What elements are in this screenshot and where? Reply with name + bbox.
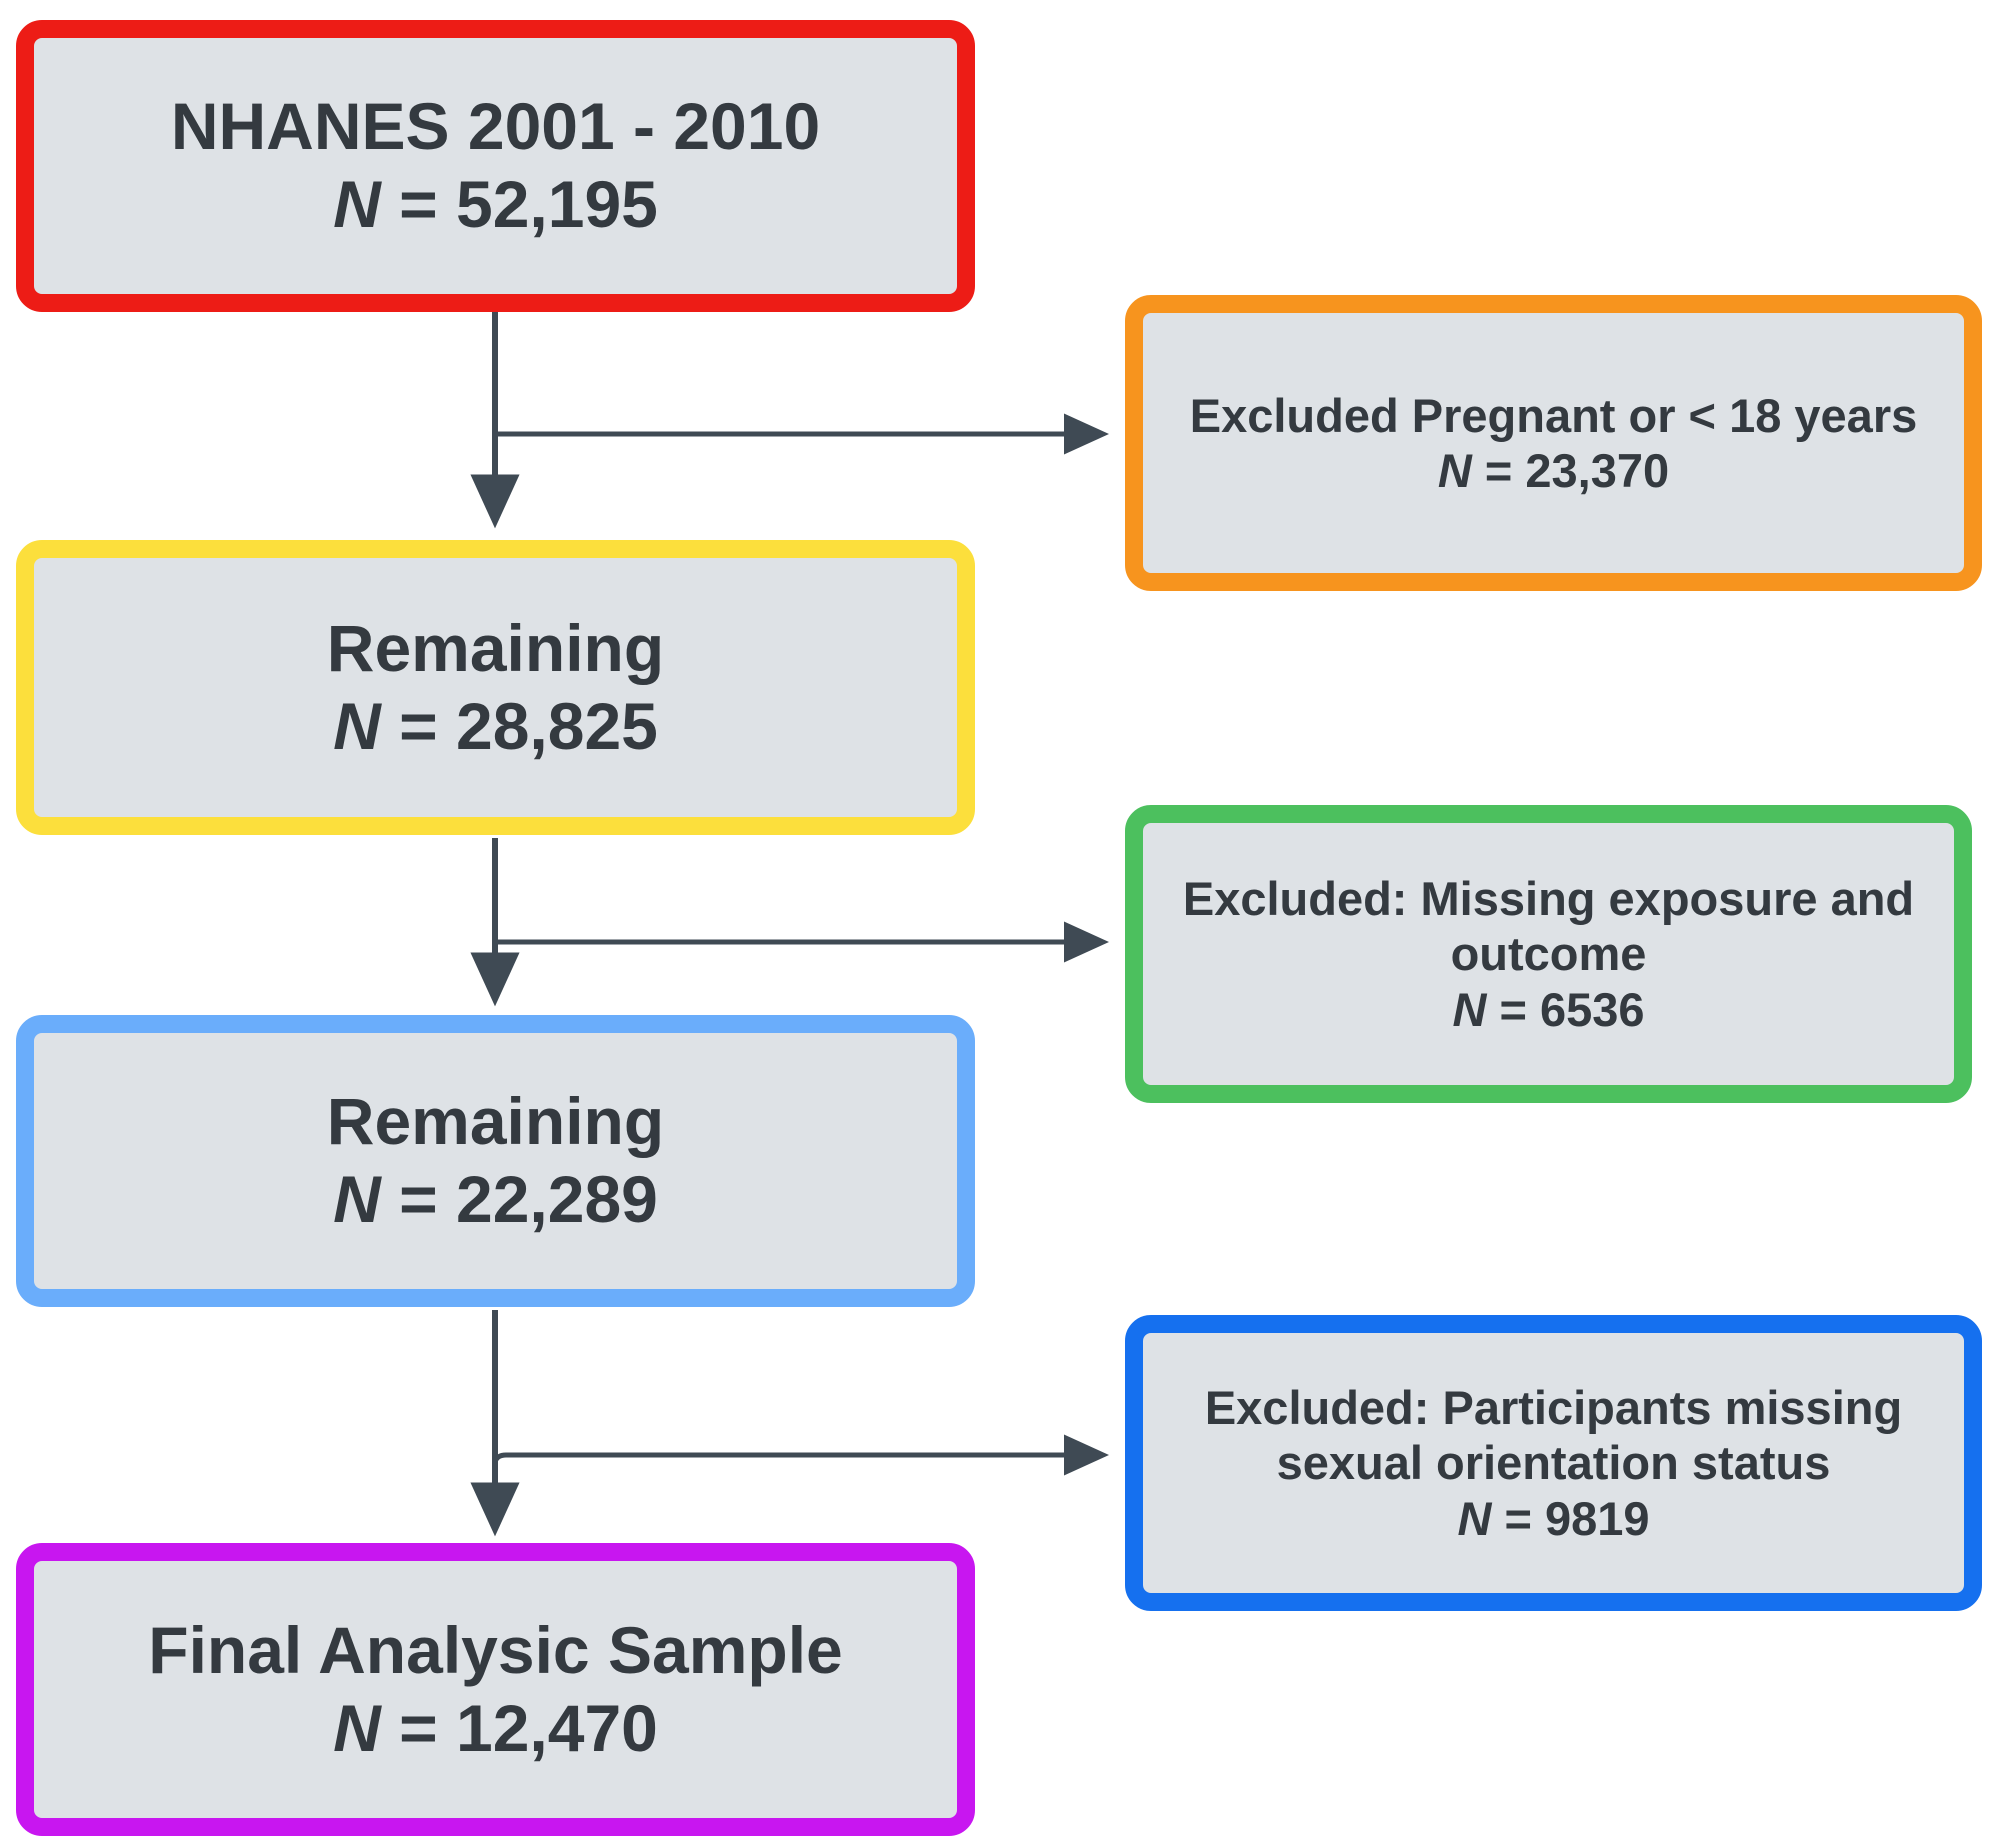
n-symbol: N [1452,982,1487,1036]
n-symbol: N [1437,444,1472,497]
node-final-title: Final Analysic Sample [148,1612,843,1687]
node-excl1-count: N = 23,370 [1438,443,1669,498]
node-remaining2-count: N = 22,289 [333,1161,658,1239]
node-excl2-count: N = 6536 [1452,982,1644,1037]
node-excluded-missing-exposure-and-outcome[interactable]: Excluded: Missing exposure and outcome N… [1125,805,1972,1103]
node-nhanes-source[interactable]: NHANES 2001 - 2010 N = 52,195 [16,20,975,312]
node-excl3-title: Excluded: Participants missing sexual or… [1204,1380,1903,1490]
n-value: = 22,289 [380,1162,658,1236]
node-remaining-1[interactable]: Remaining N = 28,825 [16,540,975,835]
node-remaining2-title: Remaining [326,1084,665,1159]
node-source-count: N = 52,195 [333,166,658,244]
node-final-analysis-sample[interactable]: Final Analysic Sample N = 12,470 [16,1543,975,1836]
node-excl1-title: Excluded Pregnant or < 18 years [1189,388,1918,442]
node-excl3-count: N = 9819 [1457,1491,1649,1546]
node-excluded-missing-sexual-orientation[interactable]: Excluded: Participants missing sexual or… [1125,1315,1982,1611]
n-symbol: N [333,1162,381,1236]
n-symbol: N [333,167,381,241]
n-value: = 28,825 [380,688,658,763]
n-value: = 9819 [1491,1491,1650,1545]
node-final-count: N = 12,470 [333,1690,658,1768]
node-excl2-title: Excluded: Missing exposure and outcome [1182,871,1915,981]
node-excluded-pregnant-or-under-18[interactable]: Excluded Pregnant or < 18 years N = 23,3… [1125,295,1982,591]
node-remaining1-title: Remaining [326,610,665,685]
edge-source-to-remaining1 [470,312,1110,529]
n-symbol: N [333,1690,381,1765]
node-source-title: NHANES 2001 - 2010 [170,89,821,164]
n-symbol: N [1457,1491,1492,1545]
node-remaining-2[interactable]: Remaining N = 22,289 [16,1015,975,1307]
n-value: = 23,370 [1471,444,1670,497]
n-value: = 12,470 [380,1690,658,1765]
edge-remaining2-to-final [470,1310,1110,1537]
node-remaining1-count: N = 28,825 [333,688,658,766]
edge-remaining1-to-remaining2 [470,838,1110,1007]
n-value: = 6536 [1486,982,1645,1036]
n-value: = 52,195 [380,167,658,241]
n-symbol: N [333,688,381,763]
